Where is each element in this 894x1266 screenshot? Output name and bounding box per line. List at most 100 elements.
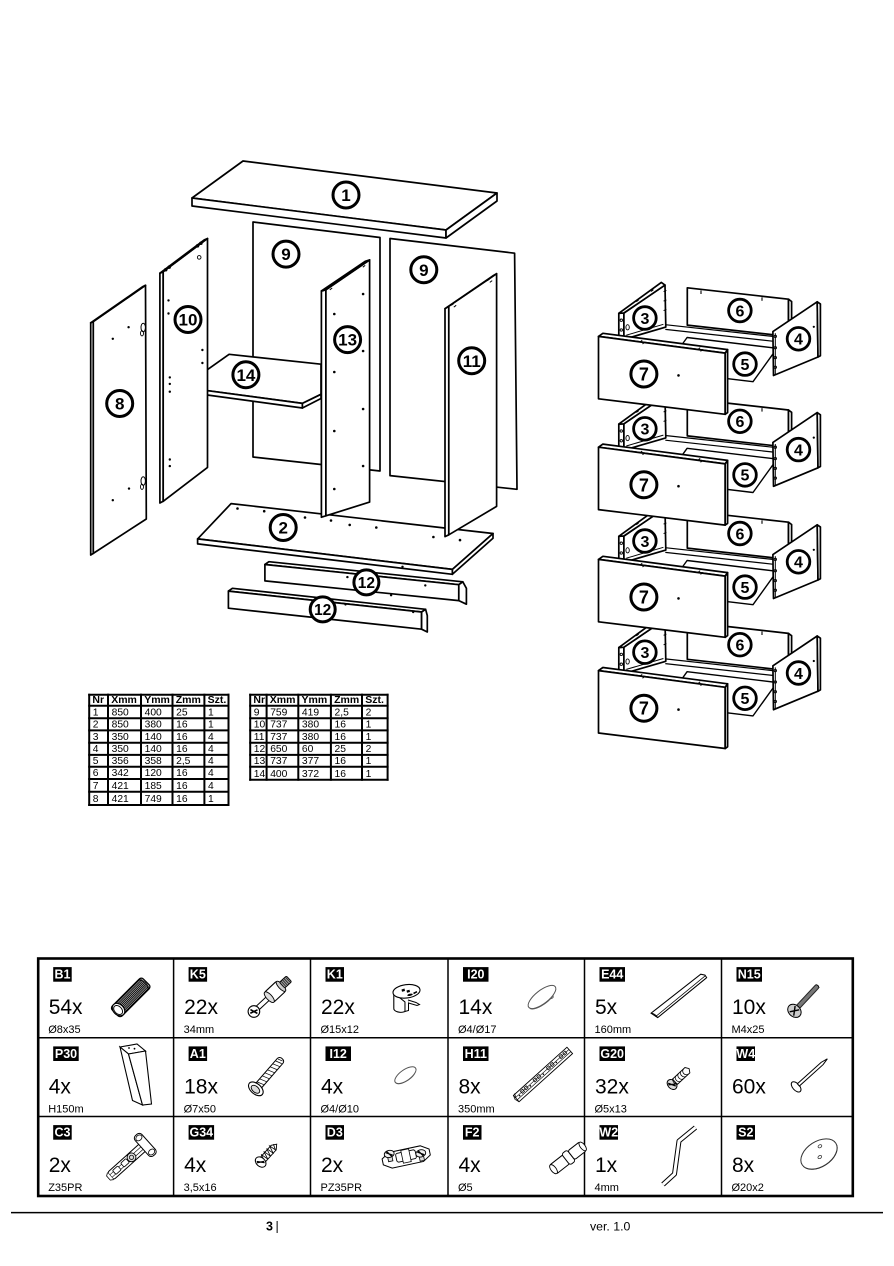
svg-text:421: 421 [112,781,129,792]
svg-text:342: 342 [112,768,129,779]
svg-text:6: 6 [735,303,744,320]
svg-text:18x: 18x [184,1075,218,1098]
svg-text:H11: H11 [465,1047,487,1061]
svg-text:13: 13 [254,756,266,767]
svg-text:4x: 4x [49,1075,72,1098]
svg-text:850: 850 [112,720,129,731]
svg-text:5: 5 [741,468,750,485]
svg-text:8: 8 [115,395,124,414]
svg-text:4: 4 [794,555,803,572]
svg-text:A1: A1 [190,1047,206,1061]
svg-text:10: 10 [179,311,198,330]
svg-text:737: 737 [270,756,287,767]
svg-text:3: 3 [93,732,99,743]
svg-text:C3: C3 [55,1126,71,1140]
svg-text:2x: 2x [321,1154,344,1177]
svg-text:4x: 4x [459,1154,482,1177]
svg-text:421: 421 [112,794,129,805]
svg-text:E44: E44 [601,968,623,982]
svg-text:350: 350 [112,732,129,743]
svg-text:Szt.: Szt. [208,694,227,706]
svg-text:4: 4 [208,756,214,767]
svg-text:S2: S2 [738,1126,753,1140]
svg-text:25: 25 [335,744,347,755]
svg-text:16: 16 [176,732,188,743]
svg-text:16: 16 [335,769,347,780]
svg-text:K5: K5 [190,968,206,982]
svg-text:7: 7 [639,588,649,608]
svg-text:16: 16 [176,781,188,792]
svg-text:160mm: 160mm [595,1024,632,1036]
svg-text:9: 9 [419,261,428,280]
svg-text:737: 737 [270,732,287,743]
svg-text:Nr: Nr [253,694,265,706]
svg-text:9: 9 [254,707,260,718]
svg-text:650: 650 [270,744,287,755]
svg-text:5: 5 [741,580,750,597]
svg-text:358: 358 [145,756,162,767]
svg-text:25: 25 [176,707,188,718]
svg-text:13: 13 [338,331,357,350]
svg-text:6: 6 [93,768,99,779]
svg-text:4: 4 [208,781,214,792]
svg-text:Ymm: Ymm [302,694,328,706]
svg-text:22x: 22x [321,996,355,1019]
svg-text:5: 5 [741,691,750,708]
svg-text:PZ35PR: PZ35PR [321,1182,363,1194]
svg-text:4: 4 [93,744,99,755]
svg-text:380: 380 [302,720,319,731]
svg-text:140: 140 [145,744,162,755]
svg-text:Ø4/Ø10: Ø4/Ø10 [321,1103,360,1115]
svg-text:5: 5 [93,756,99,767]
svg-text:4: 4 [208,732,214,743]
svg-text:185: 185 [145,781,162,792]
svg-text:4x: 4x [184,1154,207,1177]
svg-text:1: 1 [208,794,214,805]
svg-text:350: 350 [112,744,129,755]
svg-text:Z35PR: Z35PR [48,1182,82,1194]
svg-text:Xmm: Xmm [270,694,296,706]
svg-text:1: 1 [341,186,350,205]
svg-text:9: 9 [281,245,290,264]
svg-text:1: 1 [366,732,372,743]
svg-text:1: 1 [366,756,372,767]
svg-text:1: 1 [208,707,214,718]
svg-text:2: 2 [278,519,287,538]
svg-text:32x: 32x [595,1075,629,1098]
svg-text:W2: W2 [599,1126,618,1140]
svg-text:2: 2 [93,720,99,731]
svg-text:1: 1 [366,769,372,780]
svg-text:12: 12 [358,575,375,592]
svg-text:350mm: 350mm [458,1103,495,1115]
svg-text:F2: F2 [465,1126,480,1140]
svg-text:3: 3 [266,1219,273,1233]
svg-text:12: 12 [254,744,266,755]
svg-text:|: | [276,1219,279,1233]
svg-text:Szt.: Szt. [365,694,384,706]
svg-text:5x: 5x [595,996,618,1019]
svg-text:Ø4/Ø17: Ø4/Ø17 [458,1024,497,1036]
svg-text:16: 16 [176,720,188,731]
svg-text:6: 6 [735,526,744,543]
svg-text:380: 380 [302,732,319,743]
svg-text:16: 16 [176,794,188,805]
svg-text:Ø20x2: Ø20x2 [732,1182,764,1194]
svg-text:Zmm: Zmm [334,694,359,706]
svg-text:22x: 22x [184,996,218,1019]
svg-text:7: 7 [93,781,99,792]
svg-text:60: 60 [302,744,314,755]
svg-text:8x: 8x [459,1075,482,1098]
svg-text:Ø5x13: Ø5x13 [595,1103,627,1115]
svg-text:749: 749 [145,794,162,805]
svg-text:4: 4 [208,744,214,755]
svg-text:Xmm: Xmm [111,694,137,706]
svg-text:2,5: 2,5 [335,707,350,718]
svg-text:400: 400 [145,707,162,718]
svg-text:H150m: H150m [48,1103,83,1115]
svg-text:4: 4 [794,666,803,683]
svg-text:Zmm: Zmm [176,694,201,706]
svg-text:G34: G34 [189,1126,213,1140]
svg-text:Ø5: Ø5 [458,1182,473,1194]
svg-text:14: 14 [236,366,255,385]
svg-text:Ø7x50: Ø7x50 [184,1103,216,1115]
